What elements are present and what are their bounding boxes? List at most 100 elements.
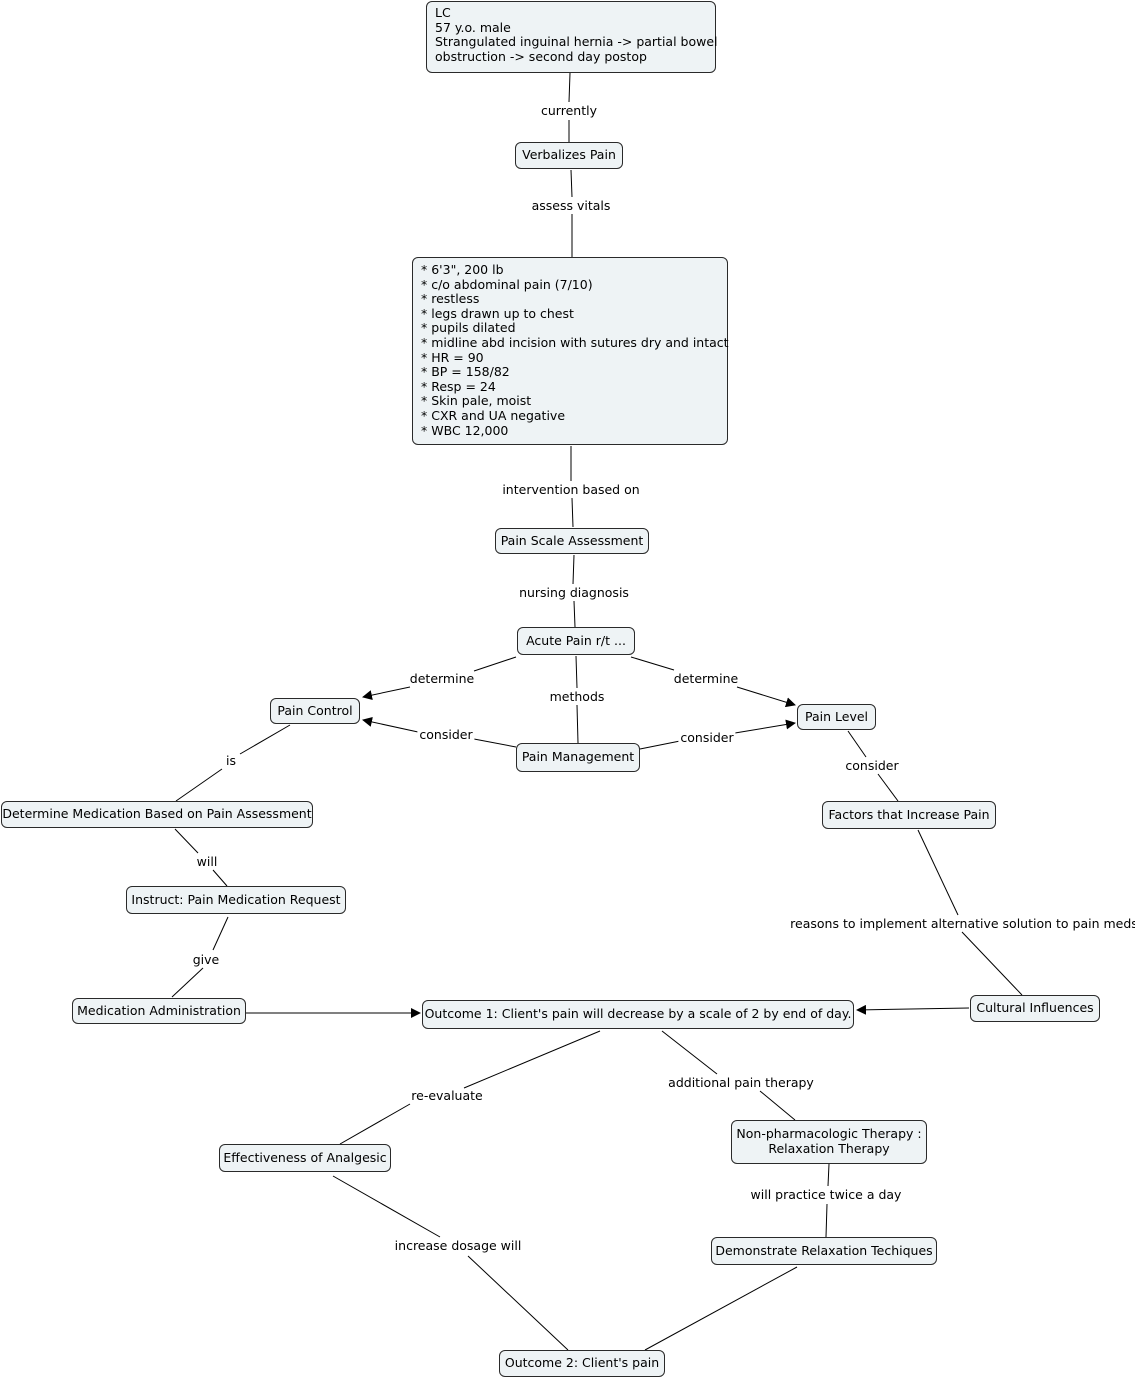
non-pharm-line: Non-pharmacologic Therapy : <box>736 1126 922 1142</box>
outcome-2-node: Outcome 2: Client's pain <box>499 1350 665 1377</box>
edge-determine-left-paincontrol <box>362 686 411 701</box>
edge-give-medadmin <box>171 967 204 998</box>
edge-paincontrol-is <box>239 724 291 755</box>
vitals-line: * BP = 158/82 <box>421 364 510 380</box>
link-label-consider-factors: consider <box>843 758 901 773</box>
edge-outcome1-reevaluate <box>463 1030 601 1089</box>
edge-is-determinemed <box>175 768 223 802</box>
patient-info-line: LC <box>435 5 451 20</box>
link-label-assess-vitals: assess vitals <box>529 198 613 213</box>
link-label-will: will <box>194 854 220 869</box>
outcome-2-text: Outcome 2: Client's pain <box>504 1355 660 1371</box>
link-label-re-evaluate: re-evaluate <box>409 1088 485 1103</box>
link-label-consider-right: consider <box>678 730 736 745</box>
vitals-line: * midline abd incision with sutures dry … <box>421 334 729 350</box>
pain-scale-assessment-node: Pain Scale Assessment <box>495 528 649 554</box>
link-label-consider-left: consider <box>417 727 475 742</box>
determine-medication-node: Determine Medication Based on Pain Asses… <box>1 801 313 828</box>
edge-methods-painmgmt <box>576 704 579 744</box>
cultural-influences-text: Cultural Influences <box>976 1000 1094 1016</box>
link-label-practice: will practice twice a day <box>748 1187 904 1202</box>
edge-acute-determine-left <box>473 656 517 672</box>
vitals-line: * pupils dilated <box>421 320 516 336</box>
link-label-determine-left: determine <box>407 671 477 686</box>
edge-consider-left-paincontrol <box>362 717 419 733</box>
pain-scale-assessment-text: Pain Scale Assessment <box>500 532 644 548</box>
link-label-additional-therapy: additional pain therapy <box>666 1075 816 1090</box>
effectiveness-analgesic-text: Effectiveness of Analgesic <box>223 1149 387 1165</box>
pain-management-node: Pain Management <box>516 743 640 772</box>
patient-info-line: Strangulated inguinal hernia -> partial … <box>435 34 718 50</box>
edge-intervention-painscale <box>571 497 574 528</box>
edge-outcome1-additional <box>661 1030 718 1075</box>
vitals-line: * HR = 90 <box>421 349 484 365</box>
acute-pain-text: Acute Pain r/t ... <box>526 632 626 648</box>
determine-medication-text: Determine Medication Based on Pain Asses… <box>2 806 312 822</box>
demonstrate-relaxation-text: Demonstrate Relaxation Techiques <box>715 1242 933 1258</box>
edge-consider-factors <box>877 773 899 802</box>
vitals-line: * CXR and UA negative <box>421 407 566 423</box>
instruct-request-node: Instruct: Pain Medication Request <box>126 886 346 914</box>
factors-increase-pain-text: Factors that Increase Pain <box>828 806 990 822</box>
edge-will-instruct <box>212 869 228 887</box>
link-label-give: give <box>190 952 222 967</box>
vitals-line: * 6'3", 200 lb <box>421 262 504 277</box>
pain-level-node: Pain Level <box>797 704 876 730</box>
patient-info-line: 57 y.o. male <box>435 19 511 35</box>
edge-painmgmt-consider-left <box>473 738 517 748</box>
link-label-currently: currently <box>539 103 599 118</box>
link-label-determine-right: determine <box>671 671 741 686</box>
vitals-line: * c/o abdominal pain (7/10) <box>421 276 593 292</box>
medication-administration-node: Medication Administration <box>72 998 246 1024</box>
verbalizes-pain-node: Verbalizes Pain <box>515 142 623 169</box>
vitals-node: * 6'3", 200 lb * c/o abdominal pain (7/1… <box>412 257 729 445</box>
pain-level-text: Pain Level <box>805 708 869 724</box>
edge-consider-right-painlevel <box>734 719 796 734</box>
vitals-line: * legs drawn up to chest <box>421 305 574 321</box>
pain-management-text: Pain Management <box>521 749 635 765</box>
vitals-line: * Skin pale, moist <box>421 393 532 409</box>
link-label-methods: methods <box>547 689 607 704</box>
cultural-influences-node: Cultural Influences <box>970 995 1100 1022</box>
edge-acute-methods <box>575 655 578 689</box>
acute-pain-node: Acute Pain r/t ... <box>517 627 635 655</box>
edge-verbalizes-assess <box>570 169 573 198</box>
edge-acute-determine-right <box>630 656 675 671</box>
instruct-request-text: Instruct: Pain Medication Request <box>131 891 341 907</box>
edge-factors-reasons <box>917 829 959 916</box>
pain-control-node: Pain Control <box>270 698 360 724</box>
vitals-line: * Resp = 24 <box>421 378 496 394</box>
edge-determinemed-will <box>174 828 199 854</box>
link-label-reasons: reasons to implement alternative solutio… <box>788 917 1135 931</box>
verbalizes-pain-text: Verbalizes Pain <box>522 147 616 163</box>
factors-increase-pain-node: Factors that Increase Pain <box>822 801 996 829</box>
edge-reevaluate-effectiveness <box>339 1103 411 1145</box>
vitals-line: * WBC 12,000 <box>421 422 509 438</box>
edge-demonstrate-outcome2 <box>644 1266 798 1351</box>
edge-practice-demonstrate <box>825 1203 828 1238</box>
link-label-is: is <box>224 753 238 768</box>
edge-effectiveness-increase <box>332 1175 441 1238</box>
edge-increase-outcome2 <box>467 1255 569 1351</box>
edge-reasons-cultural <box>961 931 1023 996</box>
vitals-line: * restless <box>421 291 480 307</box>
edge-cultural-outcome1 <box>856 1004 970 1015</box>
link-label-increase-dosage: increase dosage will <box>392 1238 524 1253</box>
pain-control-text: Pain Control <box>277 702 353 718</box>
edge-instruct-give <box>212 916 229 951</box>
link-label-intervention: intervention based on <box>500 482 642 497</box>
edge-nonpharm-practice <box>827 1163 830 1187</box>
edge-patient-currently <box>568 72 571 103</box>
patient-info-node: LC 57 y.o. male Strangulated inguinal he… <box>426 1 718 73</box>
outcome-1-node: Outcome 1: Client's pain will decrease b… <box>422 1000 854 1029</box>
edge-painmgmt-consider-right <box>639 740 681 750</box>
edge-painscale-nursing <box>572 554 575 585</box>
non-pharm-line: Relaxation Therapy <box>768 1141 890 1156</box>
edge-painlevel-consider <box>847 730 867 758</box>
edge-determine-right-painlevel <box>736 686 796 708</box>
outcome-1-text: Outcome 1: Client's pain will decrease b… <box>424 1006 852 1022</box>
link-label-nursing-diagnosis: nursing diagnosis <box>517 585 631 600</box>
demonstrate-relaxation-node: Demonstrate Relaxation Techiques <box>711 1237 937 1265</box>
non-pharmacologic-therapy-node: Non-pharmacologic Therapy : Relaxation T… <box>731 1120 927 1164</box>
